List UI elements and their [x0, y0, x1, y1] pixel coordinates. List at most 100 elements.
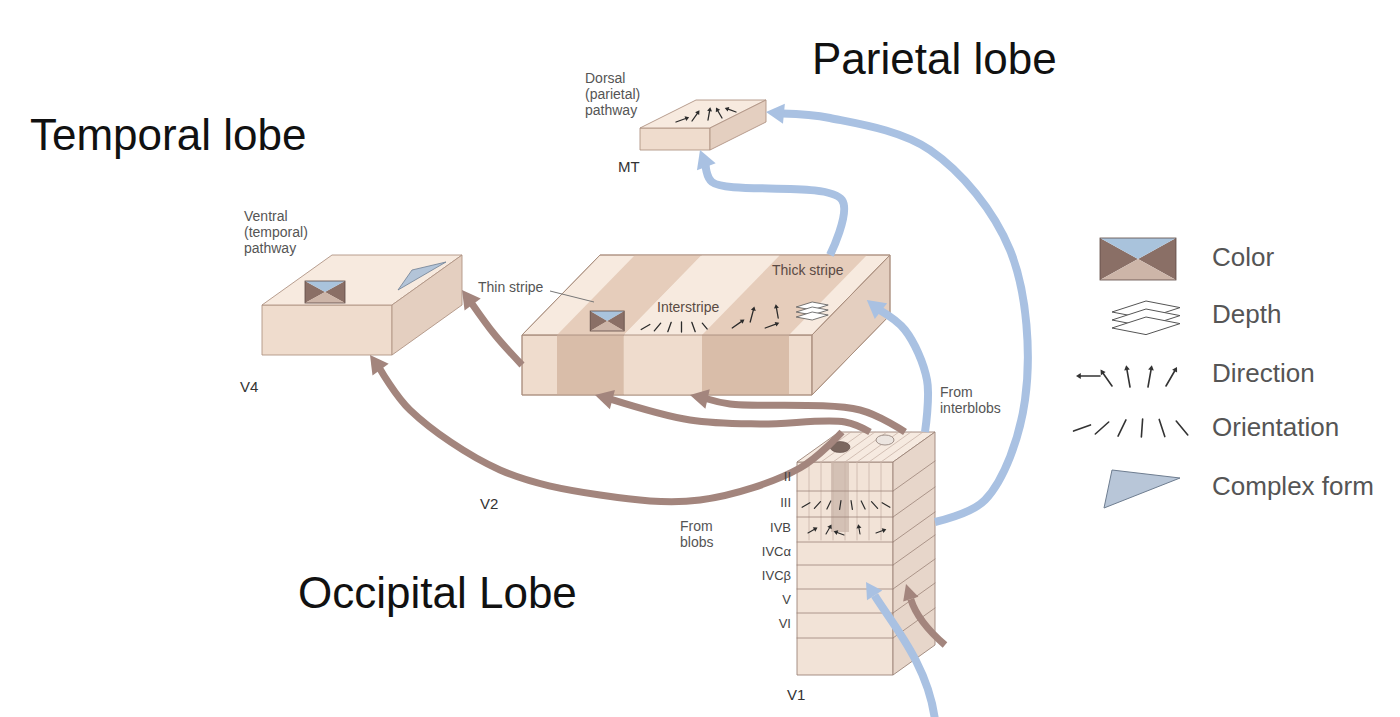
cortical-column-line — [857, 432, 899, 462]
text-holder: MT — [618, 158, 640, 175]
cortical-column-line — [869, 432, 911, 462]
direction-stroke — [1080, 375, 1100, 377]
layer-line — [893, 512, 935, 542]
complex-form-icon — [1104, 470, 1180, 508]
direction-head — [740, 319, 745, 323]
connector-group — [697, 150, 844, 255]
orientation-tick — [840, 501, 841, 510]
legend-sample-group — [1100, 238, 1176, 280]
text-holder: V4 — [240, 378, 258, 395]
input-arrow-head — [903, 584, 918, 602]
box-shape — [262, 255, 462, 355]
direction-head — [751, 307, 756, 312]
layer-label: VI — [731, 617, 791, 632]
legend-sample-group — [1076, 365, 1177, 387]
box-face — [392, 255, 462, 355]
color-icon-frame — [305, 281, 345, 303]
text-holder: Occipital Lobe — [298, 568, 577, 619]
complex-form-icon — [398, 262, 446, 290]
area-label: V1 — [787, 686, 805, 703]
connector-group — [766, 104, 1028, 522]
orientation-tick — [861, 501, 865, 509]
direction-stroke — [750, 309, 753, 322]
direction-head — [716, 108, 720, 113]
input-arrow — [911, 599, 945, 645]
layer-line — [797, 613, 893, 614]
direction-stroke — [692, 113, 698, 121]
box-face — [557, 335, 624, 395]
arrow-head — [462, 290, 481, 310]
direction-head — [1148, 365, 1154, 370]
text-holder: VI — [731, 617, 791, 632]
arrow-head — [766, 104, 785, 124]
color-icon-part — [590, 321, 624, 331]
layer-line — [893, 559, 935, 589]
layer-line — [797, 542, 893, 543]
orientation-tick — [827, 501, 831, 509]
orientation-tick — [802, 503, 810, 508]
stripe-label: Interstripe — [657, 299, 719, 315]
direction-stroke — [859, 527, 860, 534]
orientation-tick — [1118, 420, 1126, 436]
box-icons — [641, 322, 709, 332]
layer-line — [797, 638, 893, 639]
layer-line — [893, 535, 935, 565]
arrow-head — [697, 150, 716, 170]
connector-group — [370, 355, 842, 502]
direction-stroke — [776, 307, 778, 318]
direction-stroke — [765, 324, 776, 328]
direction-stroke — [836, 532, 844, 535]
box-face — [702, 255, 867, 335]
orientation-tick — [641, 325, 650, 330]
direction-stroke — [732, 321, 742, 328]
text-holder: V2 — [480, 495, 498, 512]
blob-column — [831, 462, 849, 532]
text-holder: IVCβ — [731, 569, 791, 584]
direction-stroke — [676, 118, 686, 122]
edge-label: From blobs — [680, 518, 722, 550]
box-face — [797, 462, 893, 675]
box-icons — [305, 262, 446, 303]
cortical-column-line — [881, 462, 882, 540]
legend-sample — [1066, 283, 1196, 347]
layer-label: III — [731, 496, 791, 511]
cortical-column-line — [809, 462, 810, 540]
direction-stroke — [876, 530, 884, 533]
text-holder: Complex form — [1212, 472, 1374, 502]
orientation-tick — [851, 501, 852, 510]
orientation-tick — [872, 502, 878, 509]
legend-sample-group — [1104, 470, 1180, 508]
direction-head — [1076, 373, 1081, 379]
text-holder: Thin stripe — [478, 279, 543, 295]
text-holder: Color — [1212, 243, 1274, 273]
text-holder: III — [731, 496, 791, 511]
cortex-column: V1 — [797, 432, 935, 675]
cortical-column-line — [845, 462, 846, 540]
box-face — [640, 128, 710, 150]
leader-line — [550, 291, 594, 302]
pathway-arrow — [706, 399, 905, 432]
legend-sample — [1066, 396, 1196, 460]
pathway-arrow — [879, 310, 928, 432]
legend-text: Depth — [1212, 300, 1281, 330]
direction-stroke — [1166, 370, 1175, 386]
box-icons — [676, 107, 736, 122]
color-icon-frame — [590, 311, 624, 331]
text-holder: Orientation — [1212, 413, 1339, 443]
layer-label: IVB — [731, 521, 791, 536]
pathway-label: Ventral (temporal) pathway — [244, 208, 316, 256]
box-face — [522, 335, 812, 395]
direction-stroke — [826, 527, 830, 534]
lobe-label: Parietal lobe — [812, 34, 1057, 85]
area-label: V2 — [480, 495, 498, 512]
area-box: Dorsal (parietal) pathwayMT — [640, 100, 766, 150]
box-face — [710, 100, 766, 150]
lobe-label: Temporal lobe — [30, 110, 306, 161]
text-holder: V1 — [787, 686, 805, 703]
direction-stroke — [1103, 373, 1112, 386]
orientation-tick — [680, 322, 681, 332]
orientation-tick — [814, 502, 820, 509]
direction-head — [774, 322, 779, 327]
